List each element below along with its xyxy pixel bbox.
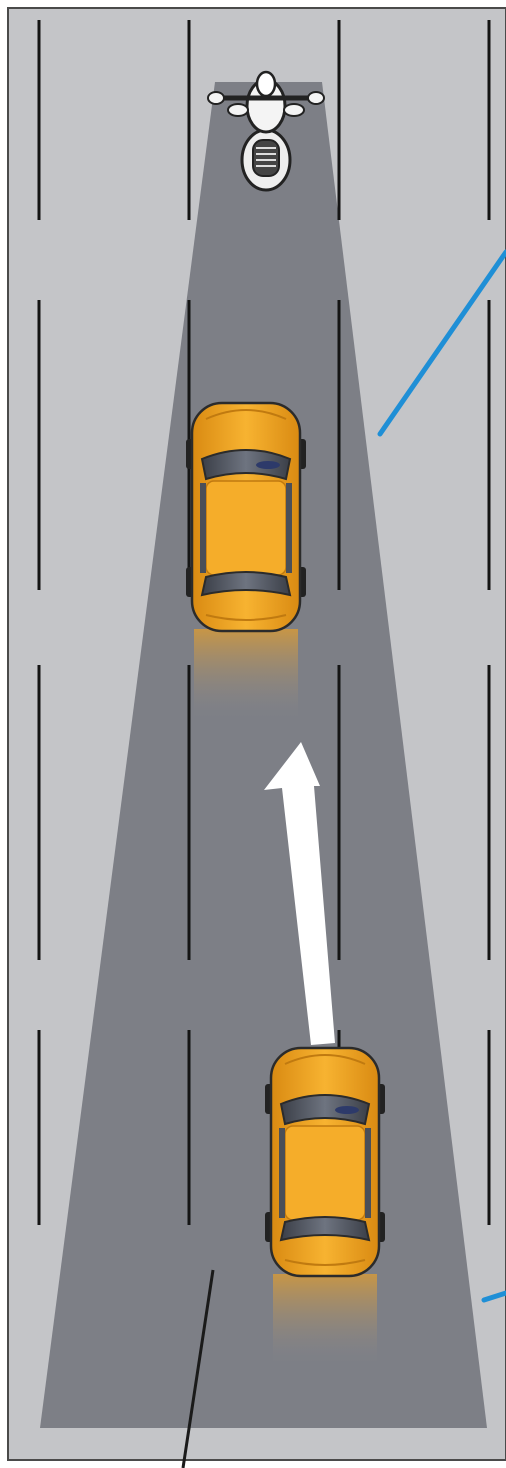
car-icon xyxy=(186,403,306,719)
car-icon xyxy=(265,1048,385,1364)
